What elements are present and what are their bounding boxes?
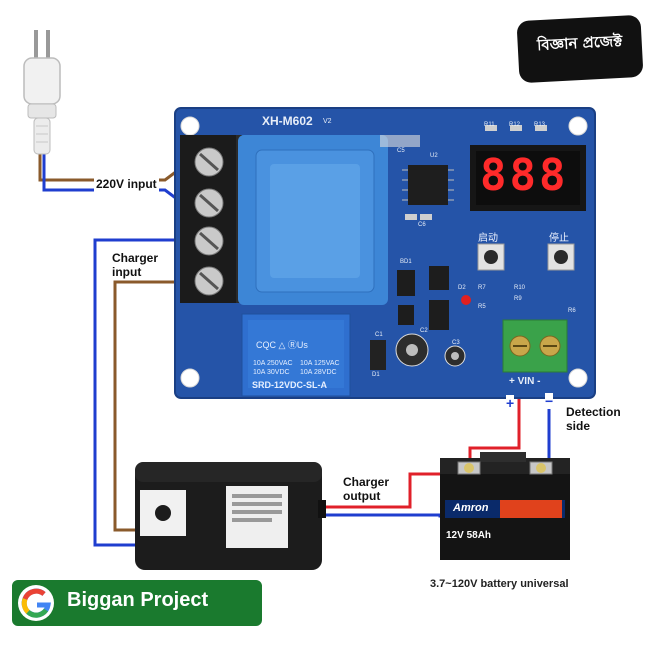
stop-label: 停止 [549, 233, 569, 244]
badge-text: Biggan Project [67, 589, 209, 611]
board-model: XH-M602 [262, 114, 313, 128]
board-version: V2 [323, 118, 332, 125]
start-button[interactable] [477, 243, 505, 271]
relay-cert: CQC △ ⓇUs [256, 340, 308, 350]
transformer [238, 135, 388, 305]
ac-input-label: 220V input [94, 177, 159, 192]
xh-m602-board [174, 107, 596, 399]
battery-range-caption: 3.7~120V battery universal [430, 578, 569, 590]
battery-terminal-negative [536, 463, 546, 473]
pcb-mark-c1: C1 [375, 332, 383, 338]
charger-adapter [135, 462, 326, 570]
pcb-mark-d2: D2 [458, 285, 466, 291]
relay-line: 10A 125VAC [300, 360, 340, 367]
pcb-mark-c3: C3 [452, 340, 460, 346]
led-d2 [461, 295, 471, 305]
mount-hole [568, 368, 588, 388]
ac-wire-brown [38, 150, 186, 182]
vin-terminal [502, 319, 568, 373]
mount-hole [180, 368, 200, 388]
relay-model: SRD-12VDC-SL-A [252, 380, 328, 390]
stop-button[interactable] [547, 243, 575, 271]
detection-side-label: Detection side [566, 405, 636, 434]
bengali-logo: বিজ্ঞান প্রজেক্ট [516, 14, 644, 84]
battery-terminal-positive [464, 463, 474, 473]
pcb-mark-r9: R9 [514, 296, 522, 302]
minus-sign: − [545, 393, 554, 410]
plus-sign: + [506, 395, 515, 412]
relay-spec-right: 10A 125VAC 10A 28VDC [300, 360, 340, 378]
relay-line: 10A 250VAC [253, 360, 293, 367]
pcb-mark-r10: R10 [514, 285, 526, 291]
pcb-mark-r11: R11 [484, 122, 495, 128]
pcb-mark-c6: C6 [418, 222, 426, 228]
relay-line: 10A 28VDC [300, 368, 337, 376]
mount-hole [568, 116, 588, 136]
pcb-mark-bd1: BD1 [400, 259, 412, 265]
relay-line: 10A 30VDC [253, 368, 290, 376]
ic-chip [402, 165, 454, 205]
charger-input-wire-blue [93, 238, 185, 547]
pcb-mark-r7: R7 [478, 285, 486, 291]
pcb-mark-d1: D1 [372, 372, 380, 378]
battery-brand: Amron [453, 502, 489, 514]
pcb-mark-u2: U2 [430, 153, 438, 159]
charger-output-wire-red [322, 472, 465, 509]
battery-spec: 12V 58Ah [446, 530, 492, 541]
pcb-mark-r6: R6 [568, 308, 576, 314]
pcb-mark-r13: R13 [534, 122, 546, 128]
vin-label: + VIN - [509, 376, 541, 387]
logo-text: বিজ্ঞান প্রজেক্ট [536, 31, 623, 55]
relay [241, 313, 351, 397]
display-digits: 888 [480, 150, 569, 201]
pcb-mark-c5: C5 [397, 148, 405, 154]
car-battery [440, 452, 570, 560]
charger-input-wire-brown [113, 280, 185, 532]
start-label: 启动 [478, 233, 498, 244]
charger-output-label: Charger output [343, 475, 401, 504]
ac-terminal-block [180, 135, 242, 303]
biggan-project-badge: Biggan Project [12, 580, 262, 626]
pcb-mark-r5: R5 [478, 304, 486, 310]
relay-spec-left: 10A 250VAC 10A 30VDC [253, 360, 293, 378]
pcb-mark-r12: R12 [509, 122, 521, 128]
seven-segment-display [470, 145, 586, 211]
badge-g-circle [18, 585, 54, 621]
pcb-mark-c2: C2 [420, 328, 428, 334]
mount-hole [180, 116, 200, 136]
charger-input-label: Charger input [112, 251, 170, 280]
ac-plug [23, 30, 61, 155]
